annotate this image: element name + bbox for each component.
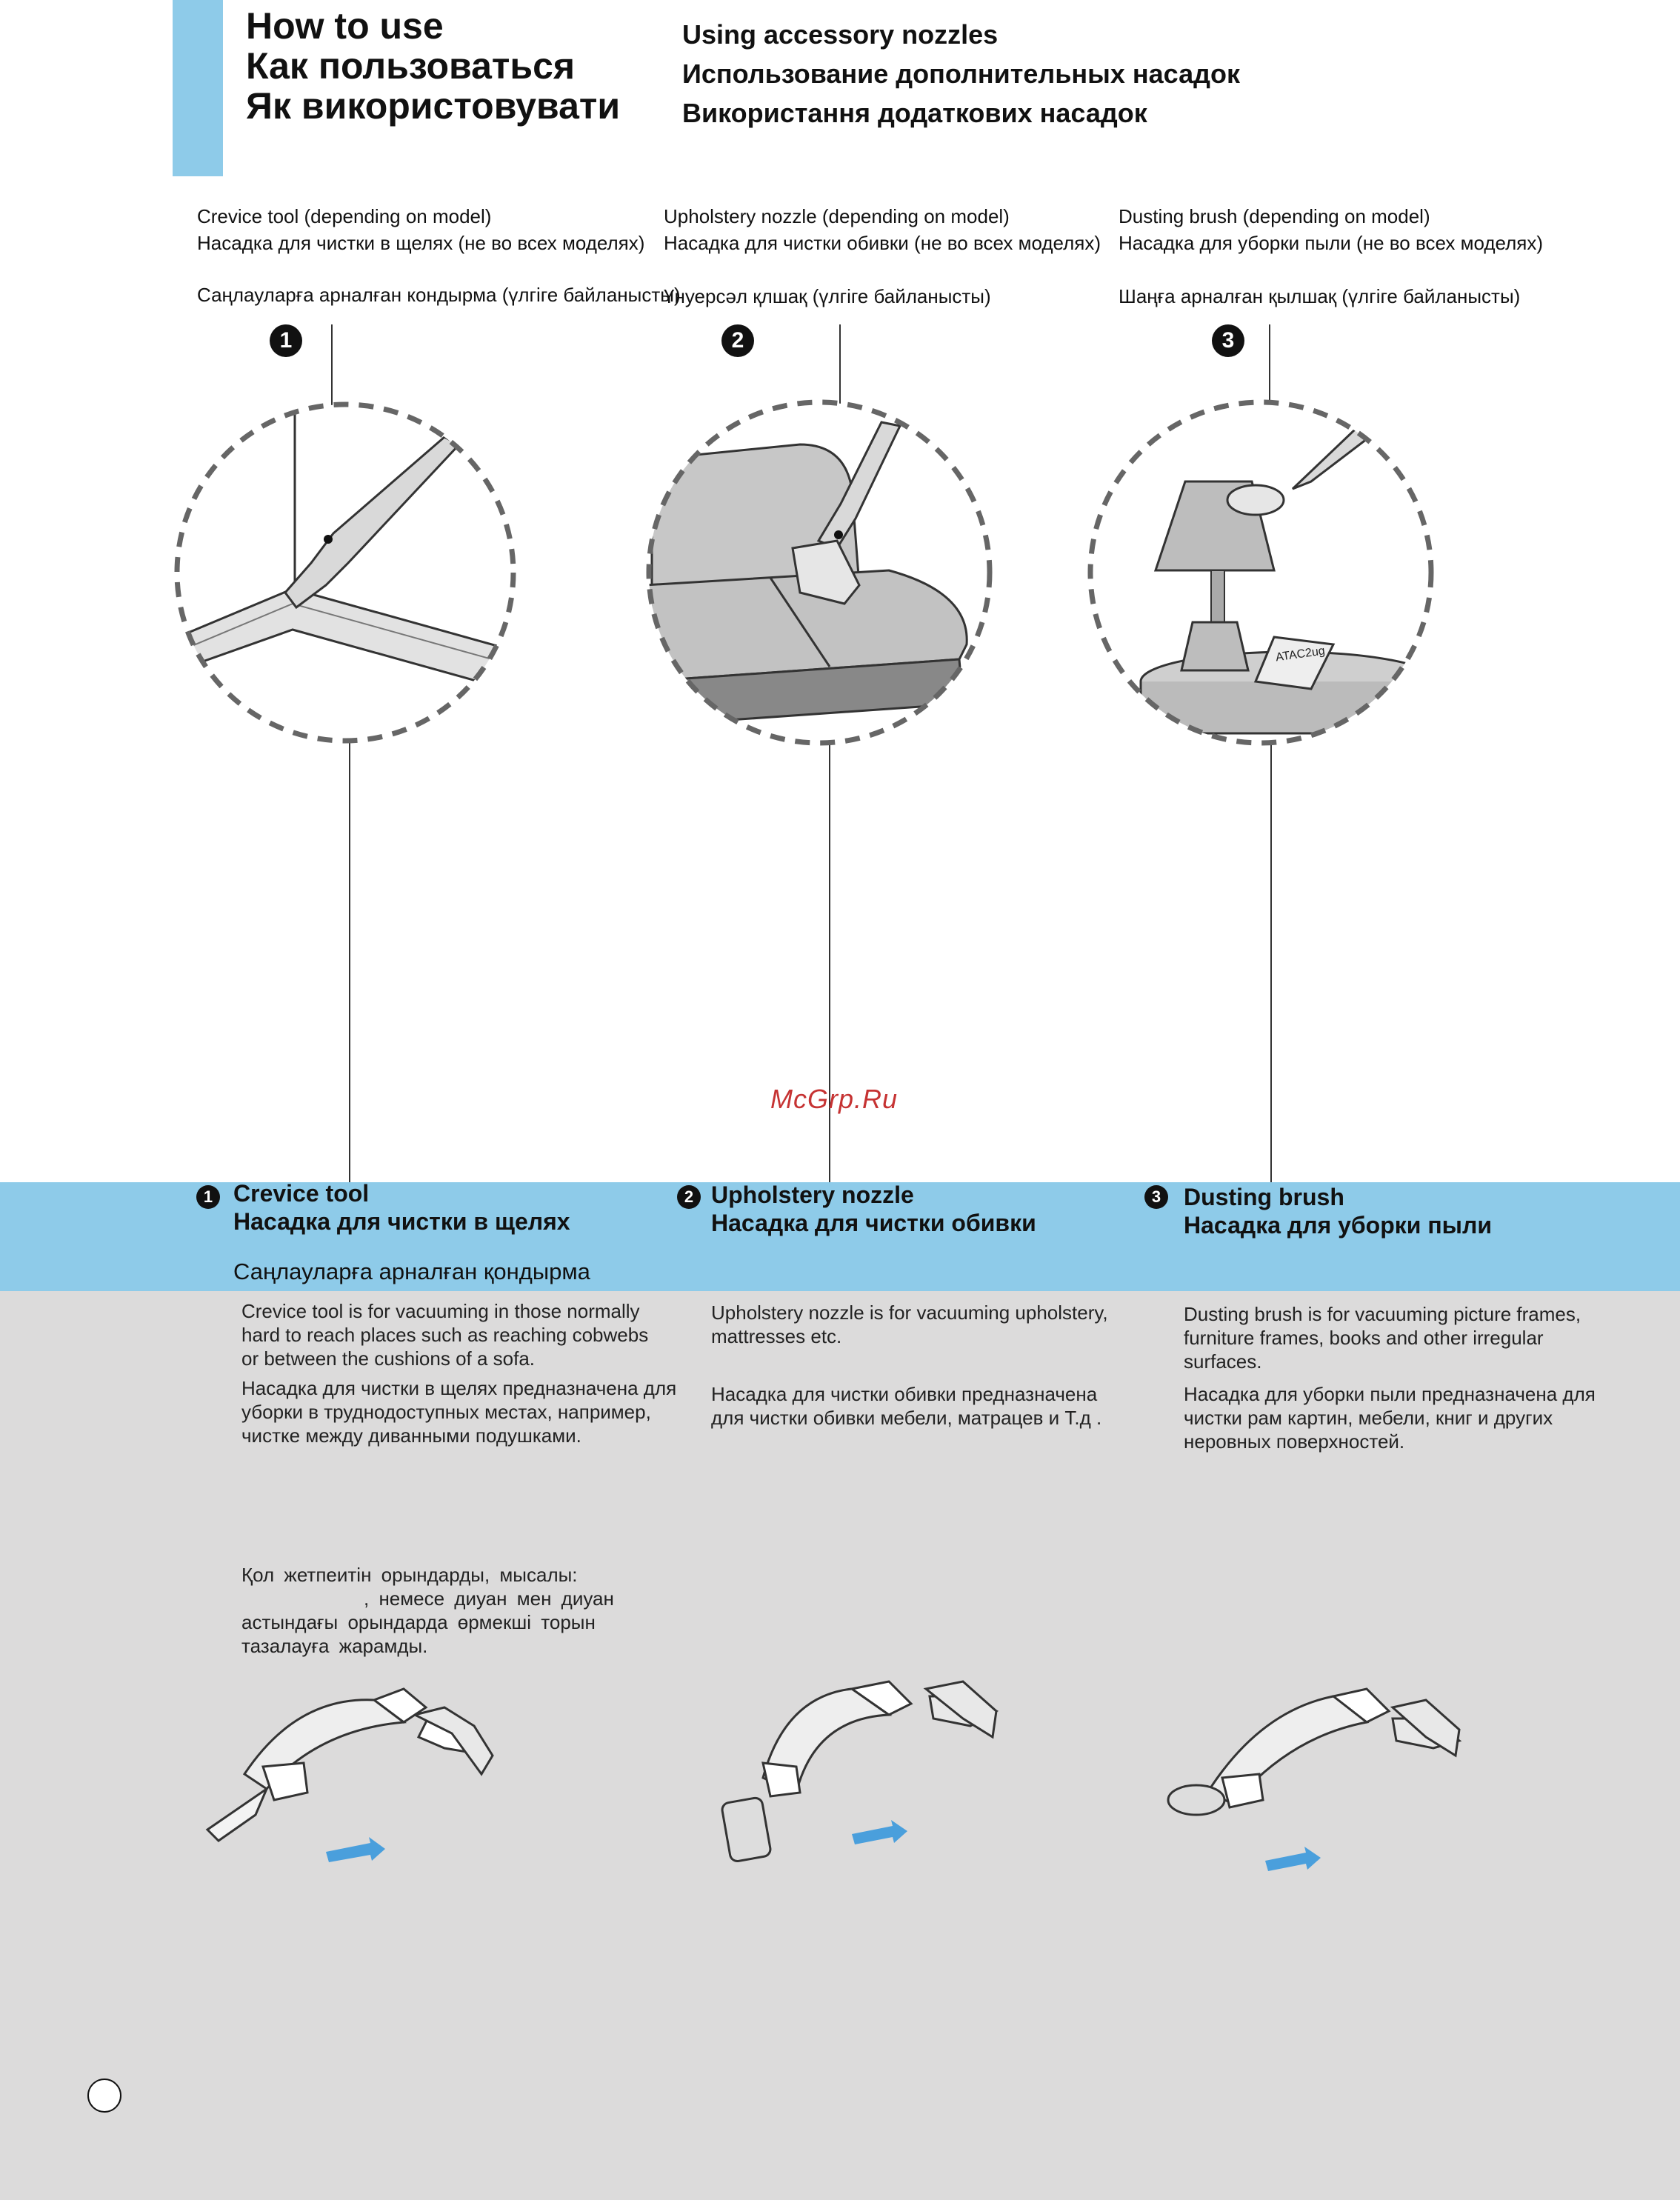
upholstery-nozzle-usage-illustration — [721, 1680, 999, 1862]
callout-2-label: Upholstery nozzle (depending on model) Н… — [664, 205, 1101, 254]
section-3-heading: Dusting brush Насадка для уборки пыли — [1184, 1184, 1492, 1239]
title-ru: Как пользоваться — [246, 45, 576, 87]
callout-1-label-kz: Саңлауларға арналған кондырма (үлгіге ба… — [197, 284, 681, 306]
section-3-number: 3 — [1144, 1185, 1168, 1209]
callout-3-label: Dusting brush (depending on model) Насад… — [1119, 205, 1544, 254]
section-2-text-ru: Насадка для чистки обивки предназначена … — [711, 1383, 1102, 1429]
section-1-number: 1 — [196, 1185, 220, 1209]
callout-1-label: Crevice tool (depending on model) Насадк… — [197, 205, 645, 254]
section-2-text-en: Upholstery nozzle is for vacuuming uphol… — [711, 1301, 1108, 1347]
callout-1-number: 1 — [270, 324, 302, 357]
subtitle-en: Using accessory nozzles — [682, 19, 999, 50]
arrow-icon — [1265, 1847, 1321, 1871]
subtitle-ru: Использование дополнительных насадок — [682, 59, 1240, 89]
callout-3-label-kz: Шаңға арналған қылшақ (үлгіге байланысты… — [1119, 285, 1521, 307]
page-subtitle: Using accessory nozzles Использование до… — [682, 15, 1240, 133]
section-1-text-en: Crevice tool is for vacuuming in those n… — [241, 1300, 649, 1370]
callout-2-label-kz: Үнуерсәл қлшақ (үлгіге байланысты) — [664, 285, 991, 307]
upholstery-nozzle-illustration — [646, 399, 993, 746]
title-uk: Як використовувати — [246, 85, 621, 127]
callout-3-number: 3 — [1212, 324, 1244, 357]
arrow-icon — [326, 1837, 385, 1862]
section-1-text-ru: Насадка для чистки в щелях предназначена… — [241, 1377, 677, 1447]
dusting-brush-usage-illustration — [1167, 1687, 1462, 1816]
crevice-tool-illustration — [174, 401, 516, 744]
section-1-heading: Crevice tool Насадка для чистки в щелях — [233, 1180, 570, 1235]
title-en: How to use — [246, 5, 444, 47]
callout-2-number: 2 — [721, 324, 754, 357]
dusting-brush-illustration: ATAC2ug — [1087, 399, 1434, 746]
section-2-number: 2 — [677, 1185, 701, 1209]
section-1-text-kz: Қол жетпеитін орындарды, мысалы: , немес… — [241, 1564, 614, 1657]
crevice-tool-usage-illustration — [205, 1687, 494, 1842]
subtitle-uk: Використання додаткових насадок — [682, 98, 1147, 128]
section-2-heading: Upholstery nozzle Насадка для чистки оби… — [711, 1181, 1036, 1236]
page-number-circle — [87, 2079, 121, 2113]
nozzle-illustrations: ATAC2ug — [174, 324, 1434, 1185]
page-title: How to use Как пользоваться Як використо… — [246, 6, 620, 126]
section-1-heading-kz: Саңлауларға арналған қондырма — [233, 1259, 590, 1284]
section-3-text-en: Dusting brush is for vacuuming picture f… — [1184, 1303, 1581, 1373]
section-tab — [173, 0, 223, 176]
usage-illustrations — [205, 1680, 1462, 1871]
watermark: McGrp.Ru — [770, 1084, 899, 1114]
section-heading-bar — [0, 1182, 1680, 1291]
arrow-icon — [852, 1820, 907, 1844]
section-3-text-ru: Насадка для уборки пыли предназначена дл… — [1184, 1383, 1596, 1453]
